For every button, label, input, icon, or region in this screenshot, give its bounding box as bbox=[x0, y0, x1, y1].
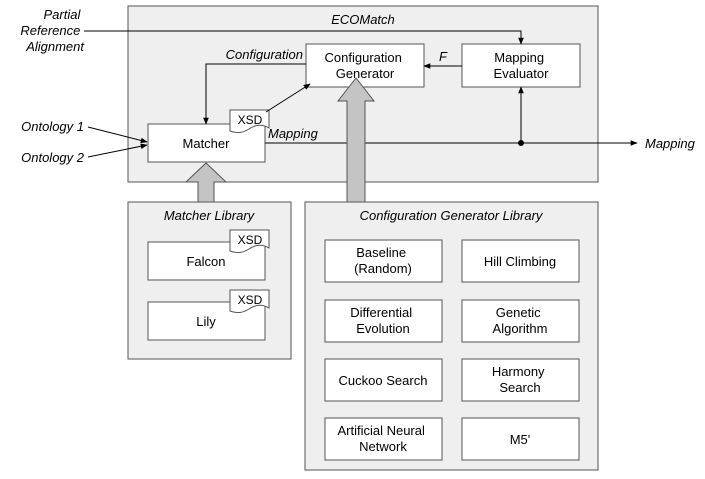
ontology-1-arrow bbox=[87, 126, 148, 144]
ontology-2-arrow bbox=[87, 143, 148, 158]
falcon-xsd-tag bbox=[229, 229, 270, 254]
mapping-evaluator-label: Mapping Evaluator bbox=[494, 50, 550, 81]
baseline-random-box bbox=[324, 239, 443, 283]
generator-library-to-configuration-generator-arrow bbox=[336, 77, 376, 203]
partial-reference-alignment-label: Partial Reference Alignment bbox=[20, 7, 85, 54]
ontology-2-label: Ontology 2 bbox=[21, 150, 85, 165]
harmony-search-label: Harmony Search bbox=[492, 364, 548, 395]
matcher-label: Matcher bbox=[183, 136, 231, 151]
configuration-arrow bbox=[203, 63, 306, 125]
configuration-generator-box bbox=[305, 43, 425, 88]
xsd-to-configuration-generator-arrow bbox=[265, 83, 311, 113]
matcher-library-to-matcher-arrow bbox=[184, 162, 228, 203]
falcon-xsd-label: XSD bbox=[238, 233, 263, 247]
matcher-library-title: Matcher Library bbox=[164, 208, 256, 223]
differential-evolution-box bbox=[324, 299, 443, 343]
configuration-label: Configuration bbox=[226, 47, 303, 62]
falcon-label: Falcon bbox=[186, 254, 225, 269]
cuckoo-search-label: Cuckoo Search bbox=[339, 373, 428, 388]
ecomatch-title: ECOMatch bbox=[331, 12, 395, 27]
configuration-generator-library-title: Configuration Generator Library bbox=[360, 208, 544, 223]
matcher-xsd-tag bbox=[229, 109, 270, 134]
mapping-inner-label: Mapping bbox=[268, 126, 319, 141]
mapping-output-label: Mapping bbox=[645, 136, 696, 151]
ontology-1-label: Ontology 1 bbox=[21, 119, 84, 134]
genetic-algorithm-box bbox=[461, 299, 580, 343]
baseline-random-label: Baseline (Random) bbox=[354, 245, 412, 276]
genetic-algorithm-label: Genetic Algorithm bbox=[493, 305, 548, 336]
m5-prime-label: M5' bbox=[510, 432, 531, 447]
harmony-search-box bbox=[461, 358, 580, 402]
cuckoo-search-box bbox=[324, 358, 443, 402]
artificial-neural-network-box bbox=[324, 417, 443, 461]
lily-label: Lily bbox=[196, 314, 216, 329]
hill-climbing-box bbox=[461, 239, 580, 283]
f-label: F bbox=[439, 49, 448, 64]
differential-evolution-label: Differential Evolution bbox=[350, 305, 416, 336]
matcher-xsd-label: XSD bbox=[238, 113, 263, 127]
partial-reference-alignment-arrow bbox=[84, 30, 524, 45]
hill-climbing-label: Hill Climbing bbox=[484, 254, 556, 269]
m5-prime-box bbox=[461, 417, 580, 461]
lily-xsd-tag bbox=[229, 289, 270, 314]
mapping-junction-dot bbox=[518, 140, 524, 146]
artificial-neural-network-label: Artificial Neural Network bbox=[337, 423, 428, 454]
lily-xsd-label: XSD bbox=[238, 293, 263, 307]
configuration-generator-label: Configuration Generator bbox=[325, 50, 406, 81]
